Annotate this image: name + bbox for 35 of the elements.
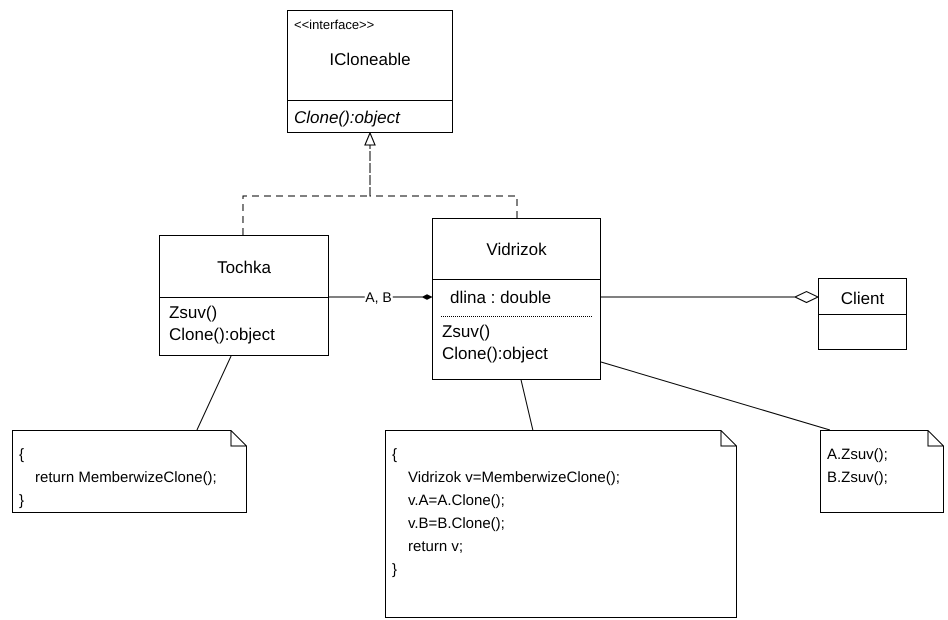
code-line: B.Zsuv();: [827, 468, 888, 488]
association-line: [600, 291, 818, 303]
leader-line: [196, 356, 232, 430]
leader-line: [520, 380, 534, 430]
class-box: [287, 10, 453, 133]
method-text: Clone():object: [442, 343, 549, 365]
interface-name: ICloneable: [329, 48, 411, 70]
code-line: return MemberwizeClone();: [34, 468, 217, 488]
code-line: return v;: [407, 537, 464, 557]
code-line: v.B=B.Clone();: [407, 514, 506, 534]
code-line: {: [392, 445, 398, 465]
note-box: [385, 430, 737, 618]
note-box: [12, 430, 247, 513]
code-line: v.A=A.Clone();: [407, 491, 506, 511]
realization-arrow: [364, 132, 518, 218]
class-name: Client: [840, 288, 884, 310]
code-line: {: [19, 445, 26, 465]
method-text: Zsuv(): [442, 321, 492, 343]
code-line: }: [19, 491, 26, 511]
note-box: [820, 430, 944, 513]
edge-label: A, B: [364, 289, 393, 305]
class-box: [159, 235, 329, 356]
class-name: Vidrizok: [486, 239, 547, 261]
code-line: }: [392, 560, 398, 580]
class-box: [432, 218, 601, 380]
class-box: [818, 278, 907, 350]
code-line: Vidrizok v=MemberwizeClone();: [407, 468, 620, 488]
method-text: Clone():object: [169, 324, 276, 346]
attribute-text: dlina : double: [450, 287, 552, 309]
stereotype-text: <<interface>>: [294, 16, 374, 34]
method-text: Clone():object: [294, 107, 402, 129]
leader-line: [600, 362, 830, 430]
method-text: Zsuv(): [169, 302, 218, 324]
code-line: A.Zsuv();: [827, 445, 888, 465]
class-name: Tochka: [217, 257, 271, 279]
